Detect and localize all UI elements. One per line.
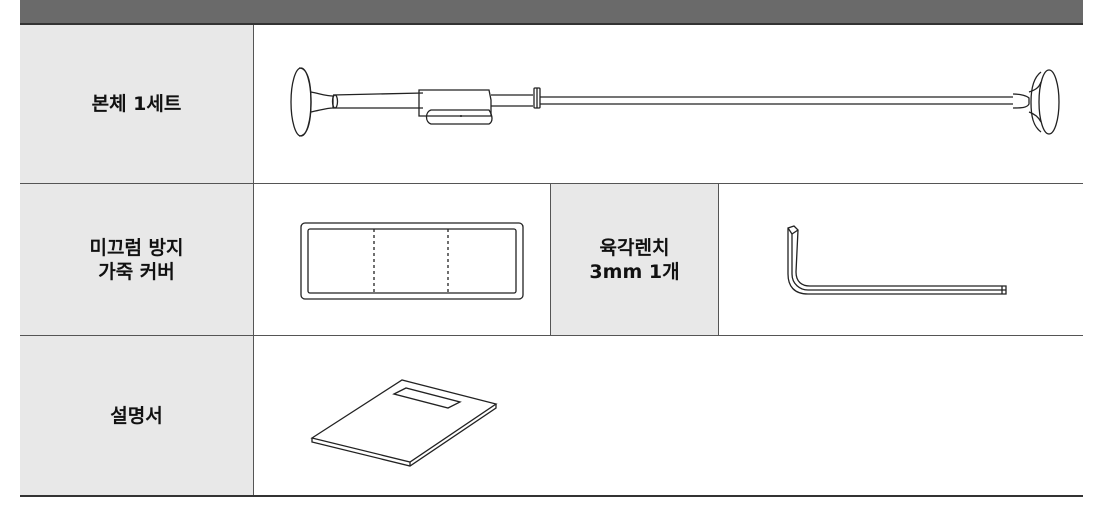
row-label-cell-main-body: 본체 1세트 <box>20 25 253 183</box>
leather-cover-illustration <box>300 222 524 300</box>
label-anti-slip-leather-cover: 미끄럼 방지 가죽 커버 <box>89 236 184 283</box>
row-divider-2 <box>20 335 1083 336</box>
manual-illustration <box>310 379 498 467</box>
label-manual: 설명서 <box>110 404 163 427</box>
table-bottom-rule <box>20 495 1083 497</box>
label-hex-wrench: 육각렌치 3mm 1개 <box>589 236 680 283</box>
hex-wrench-illustration <box>787 225 1007 295</box>
label-main-body-set: 본체 1세트 <box>91 93 182 115</box>
col-divider-main <box>253 25 254 495</box>
table-top-rule <box>20 23 1083 25</box>
tension-rod-illustration <box>290 67 1060 137</box>
row-divider-1 <box>20 183 1083 184</box>
row-label-cell-hex-wrench: 육각렌치 3mm 1개 <box>551 184 718 335</box>
row-label-cell-leather-cover: 미끄럼 방지 가죽 커버 <box>20 184 253 335</box>
header-bar <box>20 0 1083 24</box>
row-label-cell-manual: 설명서 <box>20 336 253 495</box>
col-divider-mid-right <box>718 184 719 335</box>
col-divider-mid-left <box>550 184 551 335</box>
